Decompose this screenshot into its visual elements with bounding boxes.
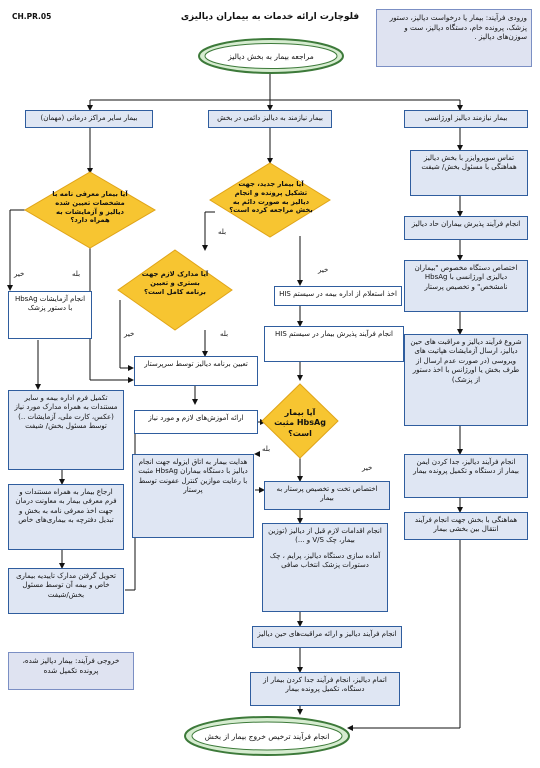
hbsag-positive-box: هدایت بیمار به اتاق ایزوله جهت انجام دیا… xyxy=(132,454,254,538)
pre-dialysis-text-2: آماده سازی دستگاه دیالیز، پرایم ، چک دست… xyxy=(269,551,381,570)
emergency-step-5-text: انجام فرآیند دیالیز، جدا کردن ایمن بیمار… xyxy=(413,458,519,476)
hbsag-test-box: انجام آزمایشات HbsAg با دستور پزشک xyxy=(8,291,92,339)
branch-chronic-label: بیمار نیازمند به دیالیز دائمی در بخش xyxy=(217,114,323,122)
label-no-hbsag: خیر xyxy=(362,464,373,472)
label-yes-new: بله xyxy=(218,228,227,236)
branch-emergency: بیمار نیازمند دیالیز اورژانسی xyxy=(404,110,528,128)
hbsag-test-text: انجام آزمایشات HbsAg با دستور پزشک xyxy=(14,295,86,313)
input-note-text: ورودی فرآیند: بیمار یا درخواست دیالیز، د… xyxy=(389,13,527,42)
assign-bed-text: اختصاص تخت و تخصیص پرستار به بیمار xyxy=(276,485,378,503)
start-terminator-shape xyxy=(198,38,344,74)
pre-dialysis-box: انجام اقدامات لازم قبل از دیالیز (توزین … xyxy=(262,523,388,612)
input-note: ورودی فرآیند: بیمار یا درخواست دیالیز، د… xyxy=(376,9,532,67)
branch-guest: بیمار سایر مراکز درمانی (مهمان) xyxy=(25,110,153,128)
his-admission-text: انجام فرآیند پذیرش بیمار در سیستم HIS xyxy=(275,330,393,338)
branch-guest-label: بیمار سایر مراکز درمانی (مهمان) xyxy=(40,114,138,122)
training-text: ارائه آموزش‌های لازم و مورد نیاز xyxy=(148,414,244,422)
decision-guest-text: آیا بیمار معرفی نامه با مشخصات تعیین شده… xyxy=(52,190,128,225)
receive-docs-text: تحویل گرفتن مدارک تاییدیه بیماری خاص و ب… xyxy=(16,572,116,599)
emergency-step-1-text: تماس سوپروایزر با بخش دیالیز هماهنگی با … xyxy=(421,154,517,172)
end-label: انجام فرآیند ترخیص خروج بیمار از بخش xyxy=(204,731,330,741)
end-terminator-shape xyxy=(184,716,350,756)
decision-documents-text: آیا مدارک لازم جهت بستری و تعیین برنامه … xyxy=(141,270,209,296)
complete-form-box: تکمیل فرم اداره بیمه و سایر مستندات به ه… xyxy=(8,390,124,470)
emergency-step-6-text: هماهنگی با بخش جهت انجام فرآیند انتقال ب… xyxy=(414,516,518,534)
label-yes-guest: بله xyxy=(72,270,81,278)
output-note: خروجی فرآیند: بیمار دیالیز شده، پرونده ت… xyxy=(8,652,134,690)
his-admission-box: انجام فرآیند پذیرش بیمار در سیستم HIS xyxy=(264,326,404,362)
label-no-docs: خیر xyxy=(124,330,135,338)
document-code: CH.PR.05 xyxy=(12,12,52,21)
decision-new-patient-text: آیا بیمار جدید، جهت تشکیل پرونده و انجام… xyxy=(229,180,313,215)
complete-form-text: تکمیل فرم اداره بیمه و سایر مستندات به ه… xyxy=(14,394,118,431)
training-box: ارائه آموزش‌های لازم و مورد نیاز xyxy=(134,410,258,434)
decision-hbsag-text: آیا بیمار HbsAg مثبت است؟ xyxy=(274,408,326,438)
his-inquiry-box: اخذ استعلام از اداره بیمه در سیستم HIS xyxy=(274,286,402,306)
during-dialysis-text: انجام فرآیند دیالیز و ارائه مراقبت‌های ح… xyxy=(257,630,397,638)
emergency-step-1: تماس سوپروایزر با بخش دیالیز هماهنگی با … xyxy=(410,150,528,196)
pre-dialysis-text-1: انجام اقدامات لازم قبل از دیالیز (توزین … xyxy=(268,527,382,545)
branch-chronic: بیمار نیازمند به دیالیز دائمی در بخش xyxy=(208,110,332,128)
schedule-text: تعیین برنامه دیالیز توسط سرپرستار xyxy=(144,360,248,368)
emergency-step-4: شروع فرآیند دیالیز و مراقبت های حین دیال… xyxy=(404,334,528,426)
refer-back-box: ارجاع بیمار به همراه مستندات و فرم معرفی… xyxy=(8,484,124,550)
emergency-step-2-text: انجام فرآیند پذیرش بیماران حاد دیالیز xyxy=(411,220,521,228)
end-dialysis-text: اتمام دیالیز، انجام فرآیند جدا کردن بیما… xyxy=(263,676,387,694)
schedule-box: تعیین برنامه دیالیز توسط سرپرستار xyxy=(134,356,258,386)
label-yes-docs: بله xyxy=(220,330,229,338)
emergency-step-6: هماهنگی با بخش جهت انجام فرآیند انتقال ب… xyxy=(404,512,528,540)
hbsag-positive-text: هدایت بیمار به اتاق ایزوله جهت انجام دیا… xyxy=(138,458,248,495)
during-dialysis-box: انجام فرآیند دیالیز و ارائه مراقبت‌های ح… xyxy=(252,626,402,648)
flowchart-title: فلوچارت ارائه خدمات به بیماران دیالیزی xyxy=(180,12,360,22)
emergency-step-3: اختصاص دستگاه مخصوص "بیماران دیالیزی اور… xyxy=(404,260,528,312)
his-inquiry-text: اخذ استعلام از اداره بیمه در سیستم HIS xyxy=(279,290,397,298)
end-dialysis-box: اتمام دیالیز، انجام فرآیند جدا کردن بیما… xyxy=(250,672,400,706)
label-no-new: خیر xyxy=(318,266,329,274)
label-no-guest: خیر xyxy=(14,270,25,278)
receive-docs-box: تحویل گرفتن مدارک تاییدیه بیماری خاص و ب… xyxy=(8,568,124,614)
start-label: مراجعه بیمار به بخش دیالیز xyxy=(228,51,314,61)
label-yes-hbsag: بله xyxy=(262,445,271,453)
emergency-step-5: انجام فرآیند دیالیز، جدا کردن ایمن بیمار… xyxy=(404,454,528,498)
refer-back-text: ارجاع بیمار به همراه مستندات و فرم معرفی… xyxy=(15,488,117,525)
emergency-step-2: انجام فرآیند پذیرش بیماران حاد دیالیز xyxy=(404,216,528,240)
branch-emergency-label: بیمار نیازمند دیالیز اورژانسی xyxy=(424,114,508,122)
output-note-text: خروجی فرآیند: بیمار دیالیز شده، پرونده ت… xyxy=(22,656,120,675)
assign-bed-box: اختصاص تخت و تخصیص پرستار به بیمار xyxy=(264,481,390,510)
emergency-step-4-text: شروع فرآیند دیالیز و مراقبت های حین دیال… xyxy=(410,338,522,384)
emergency-step-3-text: اختصاص دستگاه مخصوص "بیماران دیالیزی اور… xyxy=(414,264,518,291)
